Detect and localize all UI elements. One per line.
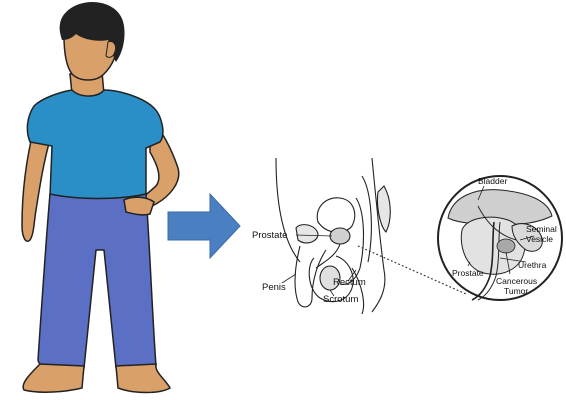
man-shirt	[27, 90, 163, 199]
label-penis: Penis	[262, 282, 286, 293]
back-outline	[372, 158, 385, 312]
man-hand	[124, 197, 154, 215]
label-seminal-vesicle-1: Seminal	[526, 224, 557, 234]
standing-man-illustration	[22, 2, 179, 393]
abdomen-outline	[276, 158, 300, 262]
magnified-tumor	[497, 239, 515, 253]
label-magnified-prostate: Prostate	[452, 268, 484, 278]
man-right-foot	[116, 364, 170, 393]
bladder-shape	[317, 198, 354, 232]
label-scrotum: Scrotum	[323, 294, 358, 305]
label-prostate: Prostate	[252, 230, 287, 241]
label-rectum: Rectum	[333, 277, 366, 288]
label-urethra: Urethra	[518, 260, 547, 270]
pelvic-cross-section	[276, 158, 390, 314]
label-bladder: Bladder	[478, 176, 507, 186]
label-tumor-2: Tumor	[504, 286, 528, 296]
man-pants	[38, 194, 156, 376]
label-seminal-vesicle-2: Vesicle	[526, 234, 553, 244]
leg-outline	[352, 268, 364, 314]
right-arrow-icon	[168, 194, 240, 258]
man-left-foot	[23, 364, 84, 392]
label-tumor-1: Cancerous	[496, 276, 537, 286]
sacrum	[377, 186, 390, 232]
prostate-gland	[330, 228, 350, 244]
pubic-bone	[296, 225, 318, 243]
